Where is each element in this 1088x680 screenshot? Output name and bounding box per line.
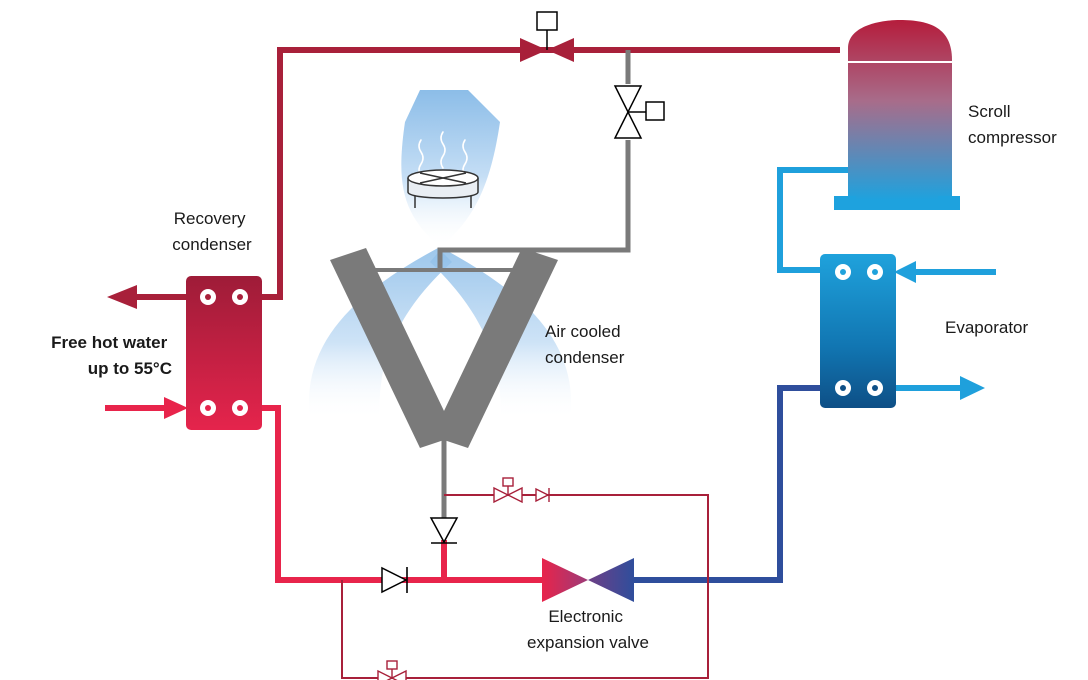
liquid-line — [262, 405, 556, 583]
condenser-solenoid-valve-icon — [613, 84, 665, 140]
evaporator-label: Evaporator — [945, 318, 1028, 337]
free-hot-water-label-line1: Free hot water — [51, 333, 168, 352]
evap-in-arrow — [894, 261, 916, 283]
scroll-compressor-icon — [834, 20, 960, 210]
bottom-bypass-solenoid-valve-icon — [377, 660, 407, 680]
evaporator — [820, 254, 896, 408]
svg-text:Free hot water up to 55°C: Free hot water up to 55°C — [51, 333, 172, 378]
bypass-upper — [341, 494, 709, 679]
evap-out-arrow — [960, 376, 985, 400]
scroll-compressor-label-line2: compressor — [968, 128, 1057, 147]
svg-text:Recovery condenser: Recovery condenser — [172, 209, 252, 254]
scroll-compressor-label-line1: Scroll — [968, 102, 1011, 121]
recovery-condenser-label-line2: condenser — [172, 235, 252, 254]
air-cooled-condenser-coil — [330, 248, 558, 448]
free-hot-water-label-line2: up to 55°C — [88, 359, 172, 378]
expansion-valve-label-line1: Electronic — [548, 607, 623, 626]
expansion-valve-label-line2: expansion valve — [527, 633, 649, 652]
svg-text:Scroll compressor: Scroll compressor — [968, 102, 1057, 147]
water-out-arrow — [107, 285, 137, 309]
fan-icon — [407, 169, 479, 208]
check-valve-icon — [429, 517, 459, 544]
air-cooled-condenser-label-line2: condenser — [545, 348, 625, 367]
condenser-feed — [437, 50, 631, 270]
cold-line — [630, 385, 822, 583]
svg-text:Air cooled condenser: Air cooled condenser — [545, 322, 625, 367]
air-cooled-condenser-label-line1: Air cooled — [545, 322, 621, 341]
recovery-condenser — [186, 276, 262, 430]
solenoid-valve-icon — [520, 11, 574, 62]
electronic-expansion-valve-icon — [542, 558, 634, 602]
bypass-solenoid-valve-icon — [493, 477, 550, 504]
recovery-condenser-label-line1: Recovery — [174, 209, 246, 228]
water-in-arrow — [164, 397, 188, 419]
svg-text:Electronic expansion valve: Electronic expansion valve — [527, 607, 649, 652]
suction-line — [777, 167, 848, 273]
liquid-check-valve-icon — [381, 566, 408, 594]
flow-arrows — [107, 261, 985, 419]
